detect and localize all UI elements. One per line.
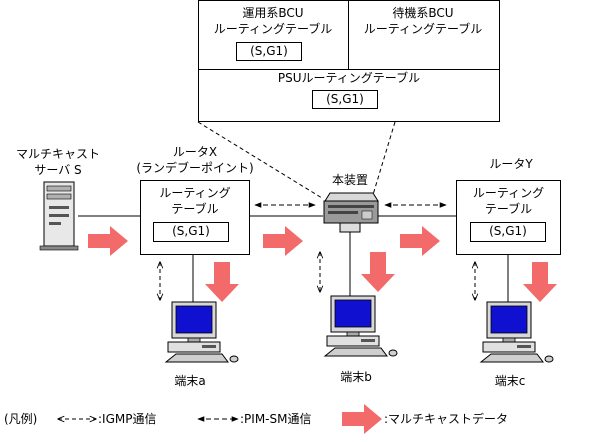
legend-igmp-label: :IGMP通信 (98, 412, 157, 426)
router-x-table-line2: テーブル (171, 202, 219, 216)
server-label-line1: マルチキャスト (15, 147, 100, 161)
active-bcu-subtitle: ルーティングテーブル (213, 22, 333, 36)
device-switch-icon (323, 192, 379, 233)
server-tower-icon (39, 181, 79, 251)
router-x-table-line1: ルーティング (159, 186, 231, 200)
multicast-arrow-down-b (361, 252, 395, 292)
multicast-arrow-device (400, 226, 440, 256)
router-y-box (456, 180, 561, 255)
standby-bcu-title: 待機系BCU (392, 6, 454, 20)
multicast-arrow-server (88, 226, 128, 256)
psu-table-title: PSUルーティングテーブル (277, 71, 421, 85)
active-bcu-entry: (S,G1) (236, 42, 302, 61)
router-y-name: ルータY (489, 157, 533, 171)
multicast-arrow-down-a (205, 262, 239, 302)
psu-table-entry: (S,G1) (312, 90, 378, 109)
active-bcu-title: 運用系BCU (242, 6, 304, 20)
router-x-name: ルータX (172, 145, 218, 159)
multicast-arrow-routerx (263, 226, 303, 256)
device-label: 本装置 (331, 173, 368, 187)
multicast-arrow-down-c (523, 262, 557, 302)
router-x-box (140, 180, 250, 255)
legend-multicast-label: :マルチキャストデータ (384, 412, 509, 426)
terminal-b-pc-icon (323, 295, 398, 357)
legend-multicast-arrow (342, 404, 382, 434)
bcu-divider-vertical (348, 1, 349, 69)
router-y-table-line1: ルーティング (472, 186, 545, 200)
terminal-a-pc-icon (164, 301, 239, 363)
legend-title: (凡例) (4, 412, 38, 426)
dashed-link-right (371, 121, 396, 199)
router-y-entry: (S,G1) (470, 222, 546, 242)
router-x-rp-label: (ランデブーポイント) (136, 161, 254, 175)
router-y-table-line2: テーブル (484, 202, 533, 216)
server-label-line2: サーバ S (34, 163, 82, 177)
terminal-c-label: 端末c (494, 374, 526, 388)
bcu-divider-horizontal (199, 69, 499, 70)
terminal-a-label: 端末a (174, 374, 206, 388)
legend-pim-label: :PIM-SM通信 (240, 412, 312, 426)
dashed-link-left (197, 121, 323, 199)
router-x-entry: (S,G1) (153, 222, 229, 242)
standby-bcu-subtitle: ルーティングテーブル (363, 22, 483, 36)
terminal-c-pc-icon (479, 301, 554, 363)
terminal-b-label: 端末b (340, 370, 372, 384)
